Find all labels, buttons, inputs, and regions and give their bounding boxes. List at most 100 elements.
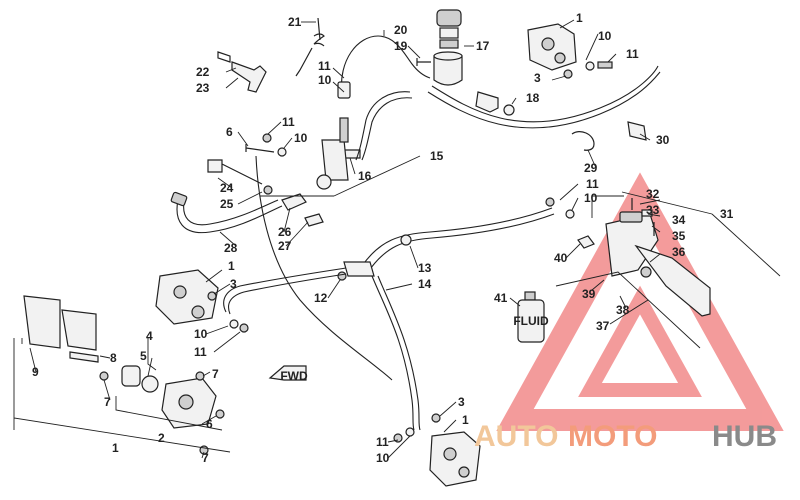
hose-center-b xyxy=(361,97,413,161)
callout-13: 13 xyxy=(418,261,432,275)
callout-1: 1 xyxy=(462,413,469,427)
watermark-text: AUTO MOTO HUB xyxy=(474,420,777,453)
callout-10: 10 xyxy=(194,327,208,341)
callout-32: 32 xyxy=(646,187,660,201)
callout-11: 11 xyxy=(282,115,295,129)
callout-31: 31 xyxy=(720,207,734,221)
callout-10: 10 xyxy=(294,131,308,145)
part-3-bolt-ur xyxy=(563,69,573,79)
brake-line-vertical xyxy=(255,155,393,381)
callout-38: 38 xyxy=(616,303,630,317)
front-direction-arrow: FWD xyxy=(268,365,308,383)
callout-27: 27 xyxy=(278,239,292,253)
callout-8: 8 xyxy=(110,351,117,365)
part-11-bolt-ur xyxy=(597,61,613,69)
part-13-line-b xyxy=(367,213,555,273)
part-41-fluid-bottle: FLUID xyxy=(513,291,549,343)
watermark-hub: HUB xyxy=(712,420,777,453)
part-7-bolt-r1 xyxy=(195,371,205,381)
part-9-pad-plate xyxy=(23,295,61,349)
callout-19: 19 xyxy=(394,39,408,53)
callout-29: 29 xyxy=(584,161,598,175)
callout-7: 7 xyxy=(202,451,209,465)
callout-11: 11 xyxy=(586,177,599,191)
part-9-pad-plate-b xyxy=(61,309,97,351)
bottom-caliper xyxy=(429,431,481,487)
watermark-auto: AUTO xyxy=(474,420,558,453)
callout-3: 3 xyxy=(534,71,541,85)
left-caliper-upper xyxy=(155,269,219,325)
callout-20: 20 xyxy=(394,23,408,37)
part-11-bolt-lu xyxy=(239,323,249,333)
callout-7: 7 xyxy=(104,395,111,409)
callout-16: 16 xyxy=(358,169,372,183)
callout-10: 10 xyxy=(376,451,390,465)
part-10-washer-lu xyxy=(229,319,239,329)
part-11-bolt-r xyxy=(545,197,555,207)
callout-1: 1 xyxy=(228,259,235,273)
callout-17: 17 xyxy=(476,39,490,53)
part-10-washer-c xyxy=(277,147,287,157)
part-19-screw xyxy=(416,58,431,66)
callout-37: 37 xyxy=(596,319,610,333)
callout-35: 35 xyxy=(672,229,686,243)
callout-7: 7 xyxy=(212,367,219,381)
part-21-spring xyxy=(295,17,325,77)
group-bracket-1 xyxy=(13,338,231,453)
part-13-line xyxy=(361,207,553,267)
upper-right-caliper xyxy=(527,23,577,71)
fluid-label: FLUID xyxy=(513,314,549,328)
callout-2: 2 xyxy=(158,431,165,445)
callout-10: 10 xyxy=(584,191,598,205)
part-15-brake-line xyxy=(431,65,659,123)
callout-41: 41 xyxy=(494,291,508,305)
part-18-bracket xyxy=(475,91,499,113)
part-24-bolt xyxy=(207,159,263,185)
part-14-line-b xyxy=(377,275,421,431)
junction-block xyxy=(343,261,375,277)
part-28-pedal-arm xyxy=(176,199,283,234)
part-7-bolt-l xyxy=(99,371,109,381)
callout-36: 36 xyxy=(672,245,686,259)
leader-lines xyxy=(29,19,781,459)
callout-24: 24 xyxy=(220,181,234,195)
callout-10: 10 xyxy=(318,73,332,87)
part-5-seal xyxy=(141,375,159,393)
callout-labels: 1 1 1 1 2 3 3 3 4 5 6 6 7 7 7 8 9 10 10 … xyxy=(32,11,734,465)
part-27-clamp xyxy=(304,213,324,227)
part-18-washer xyxy=(503,104,515,116)
part-12-bolt xyxy=(337,271,347,281)
part-22-bolt xyxy=(217,51,231,63)
callout-14: 14 xyxy=(418,277,432,291)
hose-left-caliper-b xyxy=(227,273,347,315)
callout-11: 11 xyxy=(626,47,639,61)
callout-11: 11 xyxy=(376,435,389,449)
right-master-cylinder xyxy=(605,211,711,317)
part-15-brake-line-b xyxy=(427,71,661,129)
callout-22: 22 xyxy=(196,65,210,79)
part-14-line xyxy=(371,275,415,431)
callout-3: 3 xyxy=(230,277,237,291)
part-10-washer-b xyxy=(405,427,415,437)
callout-30: 30 xyxy=(656,133,670,147)
callout-3: 3 xyxy=(458,395,465,409)
callout-6: 6 xyxy=(206,417,213,431)
callout-11: 11 xyxy=(194,345,207,359)
callout-6: 6 xyxy=(226,125,233,139)
callout-28: 28 xyxy=(224,241,238,255)
part-5-piston xyxy=(121,365,141,387)
watermark-triangle-inner xyxy=(578,285,702,397)
callout-11: 11 xyxy=(318,59,331,73)
callout-10: 10 xyxy=(598,29,612,43)
callout-4: 4 xyxy=(146,329,153,343)
callout-5: 5 xyxy=(140,349,147,363)
part-13-washer xyxy=(400,234,412,246)
callout-12: 12 xyxy=(314,291,328,305)
part-29-clip xyxy=(571,131,595,151)
callout-39: 39 xyxy=(582,287,596,301)
part-25-washer xyxy=(263,185,273,195)
part-10-washer-r xyxy=(565,209,575,219)
callout-21: 21 xyxy=(288,15,302,29)
part-8-pin xyxy=(69,351,99,363)
